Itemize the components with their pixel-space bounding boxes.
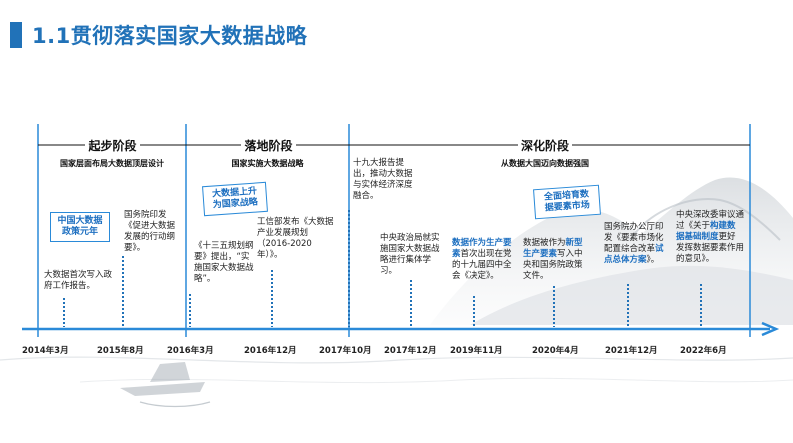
event-2019-11: 数据作为生产要素首次出现在党的十九届四中全会《决定》。 bbox=[452, 238, 514, 282]
event-2016-12: 工信部发布《大数据产业发展规划（2016-2020年）》。 bbox=[257, 217, 334, 260]
callout-data-element-market: 全面培育数 据要素市场 bbox=[533, 184, 601, 220]
event-2014-03: 大数据首次写入政府工作报告。 bbox=[44, 270, 113, 291]
page-title: 1.1贯彻落实国家大数据战略 bbox=[32, 24, 308, 48]
date-label: 2016年12月 bbox=[244, 346, 297, 356]
event-2017-12: 中央政治局就实施国家大数据战略进行集体学习。 bbox=[380, 233, 440, 276]
event-2021-12: 国务院办公厅印发《要素市场化配置综合改革试点总体方案》。 bbox=[604, 222, 670, 266]
date-label: 2017年10月 bbox=[319, 346, 372, 356]
event-2017-10: 十九大报告提出，推动大数据与实体经济深度融合。 bbox=[353, 158, 413, 201]
event-2015-08: 国务院印发《促进大数据发展的行动纲要》。 bbox=[124, 210, 176, 253]
phase-3-title: 深化阶段 bbox=[520, 139, 569, 153]
date-label: 2021年12月 bbox=[605, 346, 658, 356]
date-label: 2016年3月 bbox=[167, 346, 214, 356]
event-2020-04: 数据被作为新型生产要素写入中央和国务院政策文件。 bbox=[523, 238, 589, 282]
phase-3-subtitle: 从数据大国迈向数据强国 bbox=[501, 159, 589, 168]
event-2020-04-text-b: 写入中央和国务院政策文件。 bbox=[523, 249, 583, 281]
date-label: 2022年6月 bbox=[680, 346, 727, 356]
event-2019-11-text: 首次出现在党的十九届四中全会《决定》。 bbox=[452, 249, 512, 281]
event-2021-12-text-a: 国务院办公厅印发《要素市场化配置综合改革 bbox=[604, 222, 664, 254]
event-2022-06-highlight: 构建数据基础制度 bbox=[676, 221, 736, 242]
event-2016-03: 《十三五规划纲要》提出，“实施国家大数据战略”。 bbox=[194, 241, 254, 284]
event-2019-11-highlight: 数据作为生产要素 bbox=[452, 238, 512, 259]
event-2022-06: 中央深改委审议通过《关于构建数据基础制度更好发挥数据要素作用的意见》。 bbox=[676, 210, 744, 265]
timeline-arrow-icon bbox=[761, 321, 780, 337]
phase-1-title: 起步阶段 bbox=[88, 139, 137, 153]
title-accent-bar bbox=[10, 22, 22, 48]
event-2020-04-text-a: 数据被作为 bbox=[523, 238, 566, 248]
callout-policy-year-one: 中国大数据 政策元年 bbox=[50, 212, 110, 242]
date-label: 2017年12月 bbox=[384, 346, 437, 356]
date-label: 2015年8月 bbox=[97, 346, 144, 356]
phase-2-subtitle: 国家实施大数据战略 bbox=[231, 159, 304, 168]
ink-landscape-decoration bbox=[0, 177, 793, 408]
event-2021-12-text-b: 》。 bbox=[646, 255, 660, 265]
date-label: 2020年4月 bbox=[532, 346, 579, 356]
date-label: 2014年3月 bbox=[22, 346, 69, 356]
event-2022-06-text-a: 中央深改委审议通过《关于 bbox=[676, 210, 745, 231]
callout-national-strategy: 大数据上升 为国家战略 bbox=[202, 181, 268, 217]
event-2021-12-highlight: 试点总体方案 bbox=[604, 244, 664, 265]
phase-1-subtitle: 国家层面布局大数据顶层设计 bbox=[60, 159, 164, 168]
phase-2-title: 落地阶段 bbox=[244, 139, 293, 153]
event-2022-06-text-b: 更好发挥数据要素作用的意见》。 bbox=[676, 232, 745, 264]
event-2020-04-highlight: 新型生产要素 bbox=[523, 238, 583, 259]
date-label: 2019年11月 bbox=[450, 346, 503, 356]
